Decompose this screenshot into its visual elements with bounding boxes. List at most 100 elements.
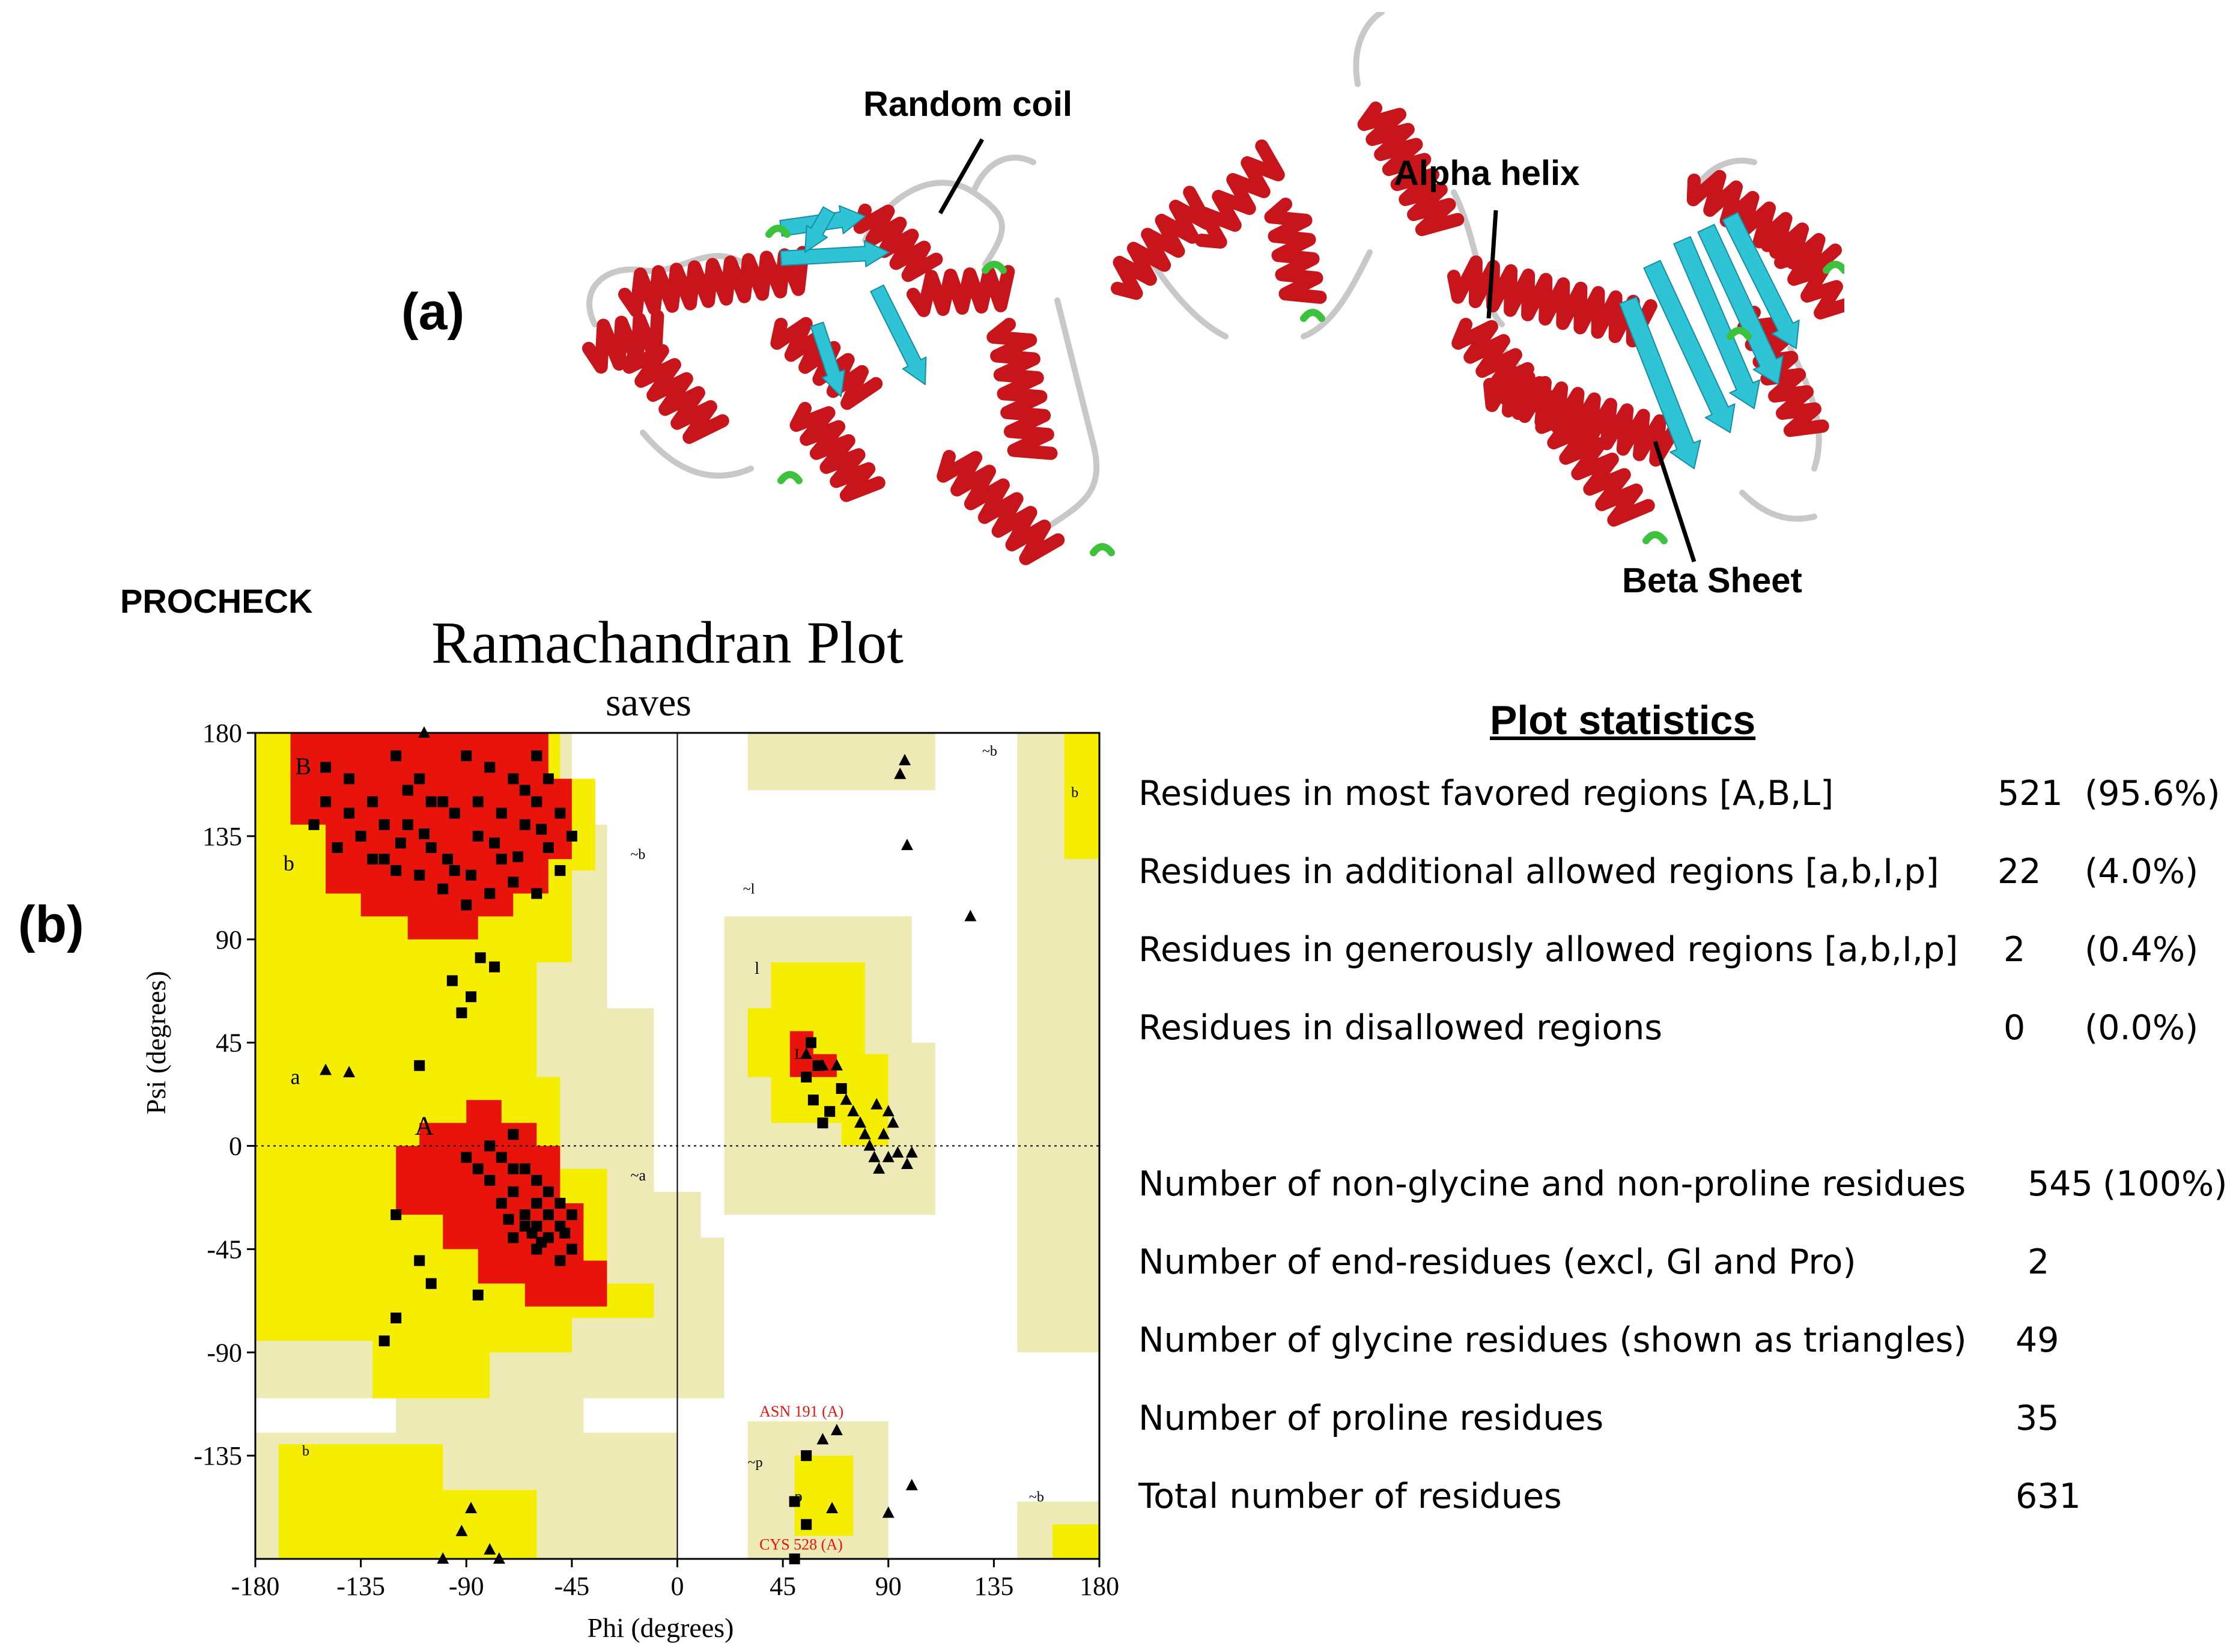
residue-point bbox=[807, 1095, 819, 1106]
stat-row: Number of non-glycine and non-proline re… bbox=[1138, 1164, 2232, 1207]
stat-row: Number of glycine residues (shown as tri… bbox=[1138, 1320, 2232, 1364]
residue-point bbox=[437, 796, 449, 807]
x-tick-label: 0 bbox=[671, 1572, 684, 1601]
residue-point bbox=[378, 1335, 390, 1347]
residue-point bbox=[466, 869, 477, 881]
residue-point bbox=[390, 1209, 402, 1221]
additional-region-left-handed bbox=[747, 962, 889, 1146]
residue-point bbox=[536, 824, 547, 835]
x-axis-label: Phi (degrees) bbox=[588, 1612, 734, 1643]
glycine-point bbox=[826, 1501, 839, 1513]
glycine-point bbox=[484, 1543, 496, 1555]
residue-point bbox=[355, 830, 366, 842]
glycine-point bbox=[320, 1063, 332, 1075]
residue-point bbox=[508, 1129, 519, 1140]
random-coil-callout: Random coil bbox=[863, 85, 1073, 124]
residue-point bbox=[824, 1106, 836, 1117]
stat-count: 521 bbox=[1997, 774, 2063, 813]
residue-point bbox=[402, 819, 413, 830]
residue-point bbox=[320, 796, 332, 807]
residue-point bbox=[536, 1236, 547, 1248]
stat-row: Number of end-residues (excl, Gl and Pro… bbox=[1138, 1242, 2232, 1286]
residue-point bbox=[484, 1174, 496, 1186]
residue-point bbox=[508, 1232, 519, 1244]
protein-ribbon-structure bbox=[582, 12, 1844, 565]
glycine-point bbox=[816, 1433, 829, 1445]
glycine-point bbox=[899, 753, 911, 765]
residue-point bbox=[472, 1163, 484, 1174]
residue-point bbox=[419, 828, 430, 840]
x-tick-label: 45 bbox=[770, 1572, 796, 1601]
glycine-point bbox=[870, 1098, 883, 1110]
residue-point bbox=[531, 1197, 542, 1209]
residue-point bbox=[402, 785, 413, 796]
residue-point bbox=[519, 785, 530, 796]
residue-point bbox=[367, 854, 378, 865]
residue-point bbox=[508, 773, 519, 785]
beta-strand bbox=[1619, 296, 1701, 469]
additional-region-lower bbox=[279, 1444, 537, 1559]
y-axis-label: Psi (degrees) bbox=[141, 971, 171, 1114]
beta-sheet-pointer bbox=[1653, 440, 1697, 563]
beta-strand bbox=[810, 321, 846, 397]
glycine-point bbox=[830, 1058, 843, 1070]
y-tick-label: 135 bbox=[202, 822, 242, 851]
glycine-point bbox=[858, 1128, 871, 1140]
residue-point bbox=[484, 762, 496, 773]
alpha-helix-pointer bbox=[1486, 210, 1498, 319]
labelled-residue: ASN 191 (A) bbox=[759, 1403, 843, 1420]
alpha-helix-segment bbox=[1111, 186, 1214, 300]
beta-strand bbox=[870, 284, 927, 385]
stat-percent: (4.0%) bbox=[2085, 852, 2199, 891]
residue-point bbox=[496, 1152, 507, 1163]
x-tick-label: 180 bbox=[1080, 1572, 1119, 1601]
stat-count: 22 bbox=[1997, 852, 2041, 891]
ramachandran-plot-title: Ramachandran Plot bbox=[431, 609, 904, 676]
residue-point bbox=[484, 888, 496, 899]
residue-point bbox=[805, 1037, 816, 1048]
residue-point bbox=[531, 750, 542, 762]
residue-point bbox=[801, 1450, 812, 1462]
stat-count: 0 bbox=[2004, 1008, 2026, 1048]
stat-count: 2 bbox=[2028, 1242, 2050, 1282]
plot-labelled-residues: ASN 191 (A)CYS 528 (A) bbox=[759, 1403, 843, 1553]
region-label: a bbox=[291, 1064, 300, 1089]
residue-point bbox=[542, 1209, 554, 1221]
residue-point bbox=[531, 796, 542, 807]
beta-strand bbox=[1722, 211, 1800, 349]
residue-point bbox=[542, 842, 554, 853]
residue-point bbox=[554, 1255, 566, 1266]
region-label: ~b bbox=[1029, 1490, 1044, 1505]
residue-point bbox=[508, 1163, 519, 1174]
residue-point bbox=[414, 773, 425, 785]
residue-point bbox=[437, 883, 449, 894]
plot-statistics-title: Plot statistics bbox=[1490, 697, 1756, 743]
alpha-helix-segment bbox=[986, 318, 1058, 460]
y-tick-label: 90 bbox=[216, 925, 242, 955]
x-tick-label: -135 bbox=[336, 1572, 385, 1601]
beta-strand bbox=[1673, 236, 1761, 409]
stat-label: Residues in generously allowed regions [… bbox=[1138, 930, 1958, 970]
residue-point bbox=[519, 1163, 530, 1174]
callout-pointers bbox=[938, 138, 1697, 563]
y-tick-label: 180 bbox=[202, 718, 242, 748]
residue-point bbox=[526, 1227, 538, 1239]
glycine-point bbox=[901, 1158, 913, 1170]
residue-point bbox=[466, 991, 477, 1003]
region-label: ~b bbox=[982, 744, 997, 759]
panel-a-label: (a) bbox=[401, 283, 465, 341]
alpha-helix-segment bbox=[582, 309, 664, 374]
residue-point bbox=[378, 854, 390, 865]
glycine-point bbox=[800, 1047, 813, 1059]
stat-row: Residues in generously allowed regions [… bbox=[1138, 930, 2232, 973]
alpha-helix-segment bbox=[1357, 102, 1465, 236]
stat-label: Total number of residues bbox=[1138, 1477, 1562, 1516]
random-coil-pointer bbox=[938, 138, 985, 214]
procheck-label: PROCHECK bbox=[120, 582, 313, 620]
residue-point bbox=[496, 854, 507, 865]
alpha-helix-segment bbox=[1447, 255, 1657, 348]
x-tick-label: -180 bbox=[231, 1572, 280, 1601]
residue-point bbox=[496, 807, 507, 819]
alpha-helix-segment bbox=[1264, 198, 1327, 304]
